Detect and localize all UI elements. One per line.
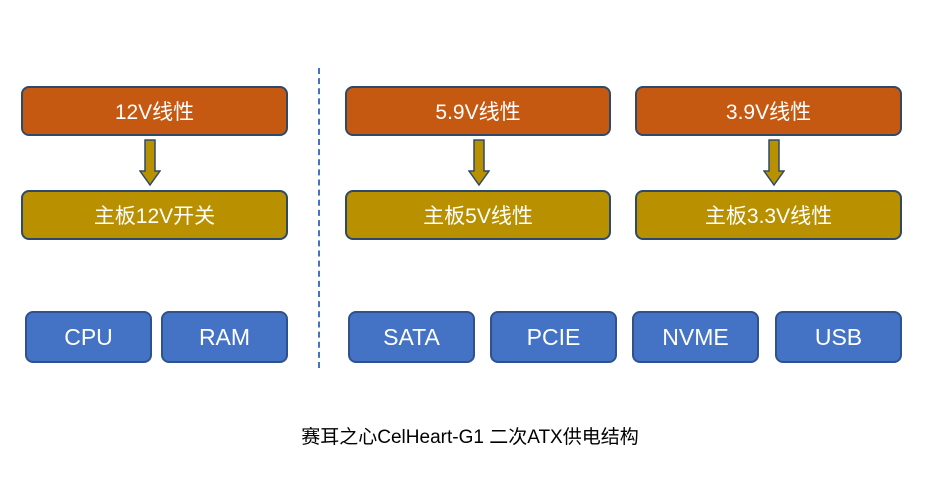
down-arrow-icon <box>139 139 161 187</box>
target-box-mb-12v: 主板12V开关 <box>21 190 288 240</box>
source-box-5-9v: 5.9V线性 <box>345 86 611 136</box>
target-box-mb-3-3v: 主板3.3V线性 <box>635 190 902 240</box>
diagram-caption: 赛耳之心CelHeart-G1 二次ATX供电结构 <box>301 427 639 448</box>
down-arrow-icon <box>763 139 785 187</box>
group-divider <box>318 68 320 368</box>
target-box-mb-5v: 主板5V线性 <box>345 190 611 240</box>
component-box-usb: USB <box>775 311 902 363</box>
source-box-3-9v: 3.9V线性 <box>635 86 902 136</box>
component-box-nvme: NVME <box>632 311 759 363</box>
down-arrow-icon <box>468 139 490 187</box>
component-box-cpu: CPU <box>25 311 152 363</box>
component-box-pcie: PCIE <box>490 311 617 363</box>
source-box-12v: 12V线性 <box>21 86 288 136</box>
component-box-sata: SATA <box>348 311 475 363</box>
component-box-ram: RAM <box>161 311 288 363</box>
